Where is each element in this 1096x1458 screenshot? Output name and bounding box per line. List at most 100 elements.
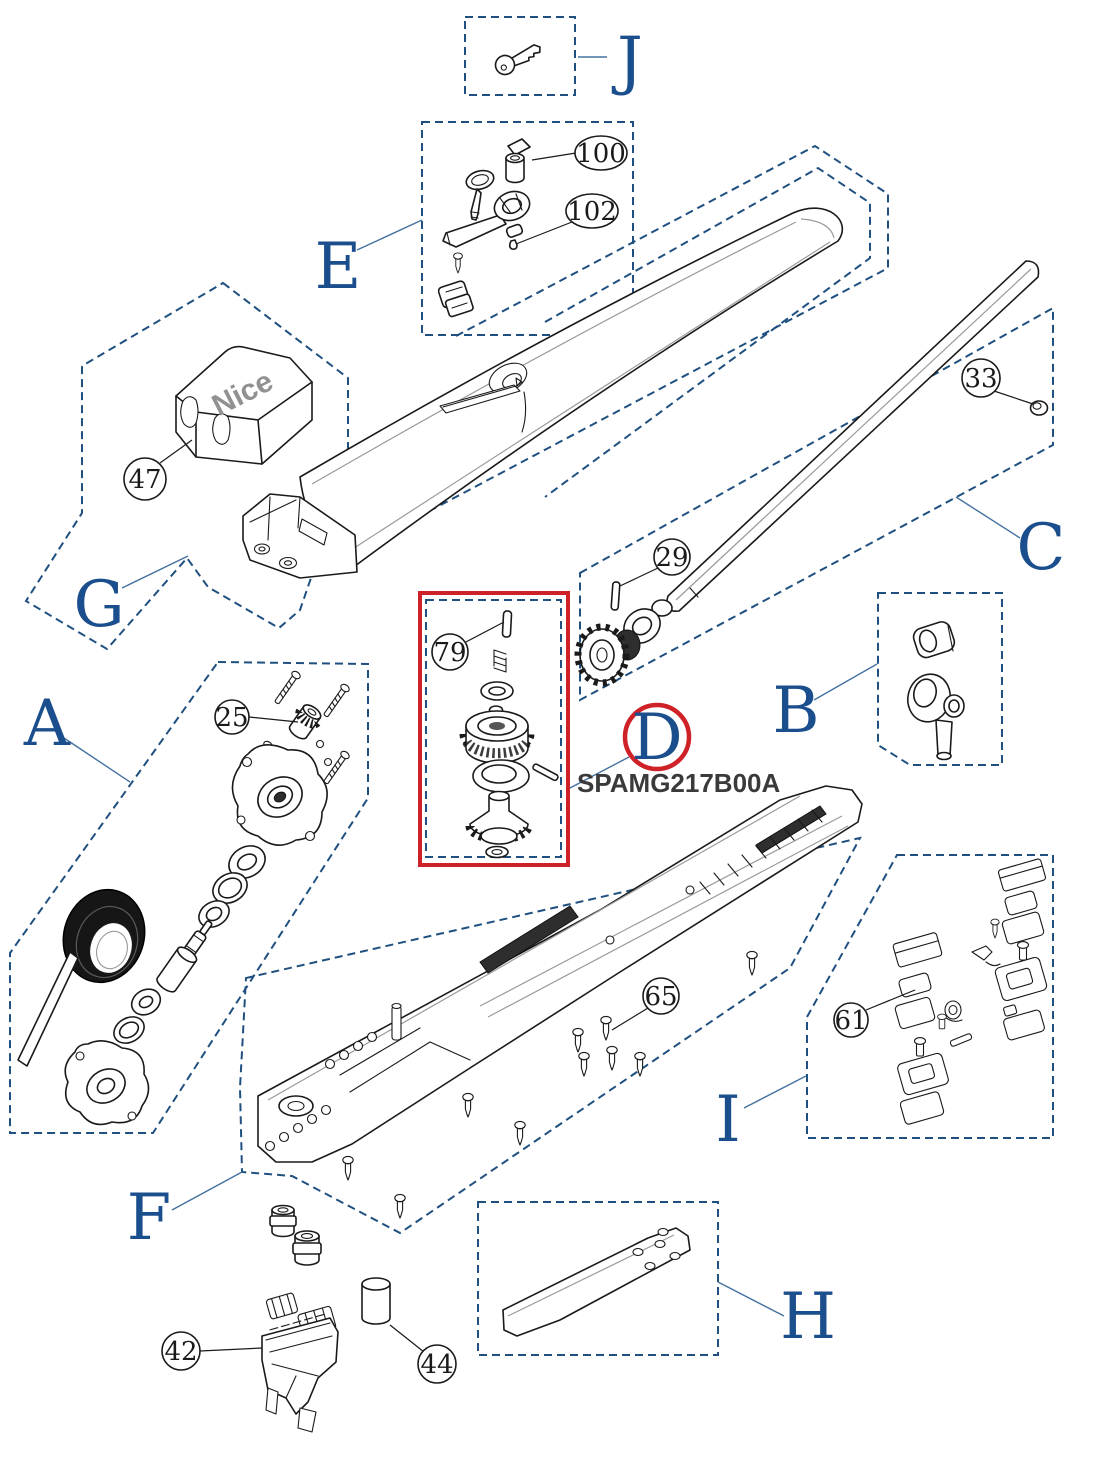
release-knob-cap [507, 138, 531, 156]
release-lever-arm [442, 190, 531, 248]
parts-lead-screw-group [574, 260, 1049, 687]
section-label-a: A [23, 687, 71, 761]
parts-limit-switch-group [892, 858, 1048, 1125]
switch-grommet [943, 1000, 963, 1022]
region-outline-b [877, 592, 1003, 766]
kit-spring [493, 649, 507, 673]
kit-washer [480, 681, 514, 701]
callout-100: 100 [574, 135, 628, 171]
section-label-e: E [315, 230, 362, 304]
motor-bearing-mid [198, 900, 230, 928]
callouts: 100 102 47 33 29 79 25 65 [123, 135, 1001, 1384]
svg-text:65: 65 [644, 982, 677, 1012]
section-label-h: H [780, 1280, 836, 1354]
section-label-i: I [715, 1083, 740, 1157]
release-knob-body [505, 157, 525, 184]
section-label-b: B [772, 674, 819, 748]
gearbox-flange [231, 744, 328, 846]
region-band-arm-outer [419, 144, 889, 517]
kit-key [532, 763, 559, 782]
part-nice-cover: Nice [175, 345, 313, 465]
region-outline-g [24, 281, 349, 651]
svg-text:29: 29 [655, 543, 688, 573]
stop-nut [1029, 400, 1049, 416]
callout-102: 102 [565, 193, 619, 229]
callout-44: 44 [417, 1344, 457, 1384]
section-label-d: D [631, 701, 682, 775]
parts-mount-group [906, 621, 965, 761]
svg-text:42: 42 [164, 1337, 197, 1367]
svg-text:61: 61 [834, 1006, 867, 1036]
svg-text:102: 102 [567, 197, 617, 227]
region-band-arm-inner [544, 166, 871, 498]
callout-42: 42 [161, 1331, 201, 1371]
lever-bushing [505, 223, 524, 238]
chassis-base [257, 785, 863, 1163]
arm-release-boss [488, 362, 528, 433]
motor-bearing-front [228, 845, 266, 879]
leader-lines [63, 56, 1034, 1353]
region-box-j [464, 16, 576, 96]
t-handle-key [465, 169, 495, 221]
callout-61: 61 [833, 1002, 869, 1038]
mount-nut [912, 621, 956, 659]
capacitor [361, 1277, 391, 1325]
kit-seal-ring [472, 759, 530, 793]
region-outline-c [579, 306, 1054, 702]
arm-front-foot [242, 493, 358, 579]
motor-ring-rear [113, 1016, 145, 1044]
svg-text:44: 44 [420, 1350, 453, 1380]
svg-text:33: 33 [964, 364, 997, 394]
svg-text:100: 100 [576, 139, 626, 169]
part-release-key [494, 44, 541, 76]
part-actuator-arm [242, 207, 844, 579]
cable-glands [269, 1204, 322, 1266]
region-box-h [477, 1201, 719, 1356]
region-outline-i [806, 854, 1054, 1139]
motor-ring-front [212, 872, 248, 904]
section-label-g: G [73, 568, 124, 642]
callout-47: 47 [123, 457, 167, 501]
callout-79: 79 [431, 633, 469, 671]
part-mounting-plate [502, 1227, 691, 1337]
region-box-e [421, 121, 634, 336]
callout-33: 33 [961, 358, 1001, 398]
chassis-left-end-detail [264, 885, 695, 1152]
rod-tip [651, 599, 673, 617]
arm-release-slot [439, 384, 521, 414]
callout-25: 25 [214, 699, 250, 735]
parts-release-lever-group [437, 138, 531, 318]
region-outline-a [9, 660, 369, 1134]
highlighted-section-marker: D SPAMG217B00A [577, 701, 780, 798]
region-outlines [9, 16, 1054, 1356]
highlight-box-d [418, 591, 570, 867]
section-label-f: F [127, 1181, 171, 1255]
callout-29: 29 [653, 538, 691, 576]
svg-text:47: 47 [128, 465, 161, 495]
section-label-j: J [611, 24, 643, 98]
screw-bevel-gear [574, 623, 641, 687]
section-label-c: C [1017, 511, 1066, 585]
motor-end-cap [64, 1040, 150, 1126]
parts-gear-kit-group [459, 610, 559, 859]
parts-chassis-group [257, 785, 863, 1433]
highlighted-part-code: SPAMG217B00A [577, 768, 780, 798]
motor-stator-ring [62, 888, 146, 984]
kit-worm-wheel [459, 710, 535, 764]
svg-text:79: 79 [433, 638, 466, 668]
callout-65: 65 [642, 977, 680, 1015]
motor-shaft-rod [17, 951, 79, 1067]
kit-bottom-washer [485, 845, 509, 859]
motor-rotor-shaft [156, 920, 213, 993]
lever-bracket [437, 280, 474, 318]
kit-pin [501, 610, 513, 638]
motor-coupling [288, 704, 322, 740]
lever-pin [508, 239, 518, 250]
terminal-block [261, 1292, 339, 1433]
motor-bearing-rear [130, 988, 162, 1016]
parts-motor-group [17, 669, 352, 1126]
section-labels: J E G C B A F I H [23, 24, 1066, 1354]
drive-pin [610, 581, 621, 611]
